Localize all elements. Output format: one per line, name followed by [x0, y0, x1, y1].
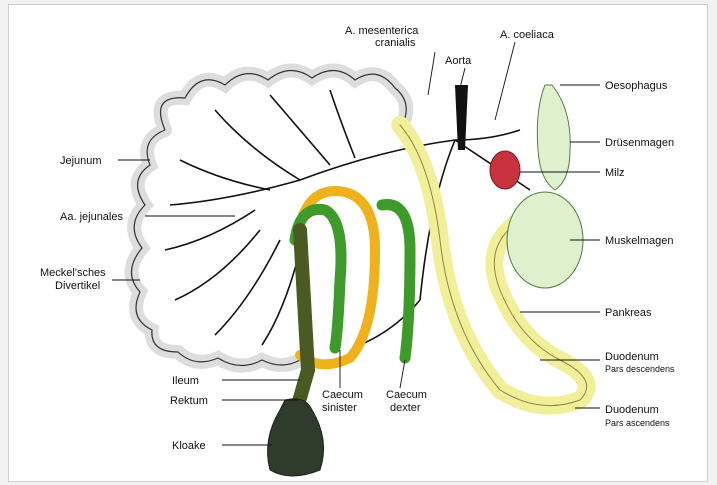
label-a-mesenterica: A. mesenterica — [345, 25, 419, 37]
label-jejunum: Jejunum — [60, 155, 102, 167]
label-caecum-dexter-2: dexter — [390, 402, 421, 414]
label-ileum: Ileum — [172, 375, 199, 387]
label-caecum-dexter-1: Caecum — [386, 389, 427, 401]
label-caecum-sinister-2: sinister — [322, 402, 357, 414]
mesenteric-vessels — [165, 90, 530, 345]
ileum-rektum — [298, 230, 308, 405]
label-a-coeliaca: A. coeliaca — [500, 29, 555, 41]
label-druesenmagen: Drüsenmagen — [605, 137, 674, 149]
label-meckel-2: Divertikel — [55, 280, 100, 292]
oesophagus-druesenmagen — [537, 85, 570, 190]
label-aa-jejunales: Aa. jejunales — [60, 211, 123, 223]
label-oesophagus: Oesophagus — [605, 80, 668, 92]
caecum-dexter — [382, 205, 410, 358]
label-meckel-1: Meckel'sches — [40, 267, 106, 279]
label-pars-descendens: Pars descendens — [605, 364, 675, 374]
label-rektum: Rektum — [170, 395, 208, 407]
label-pankreas: Pankreas — [605, 307, 652, 319]
label-cranialis: cranialis — [375, 37, 416, 49]
label-duodenum-asc: Duodenum — [605, 404, 659, 416]
label-duodenum-desc: Duodenum — [605, 351, 659, 363]
label-muskelmagen: Muskelmagen — [605, 235, 673, 247]
label-milz: Milz — [605, 167, 625, 179]
milz — [490, 151, 520, 189]
label-aorta: Aorta — [445, 55, 472, 67]
kloake — [268, 399, 324, 476]
label-caecum-sinister-1: Caecum — [322, 389, 363, 401]
label-kloake: Kloake — [172, 440, 206, 452]
label-pars-ascendens: Pars ascendens — [605, 418, 670, 428]
